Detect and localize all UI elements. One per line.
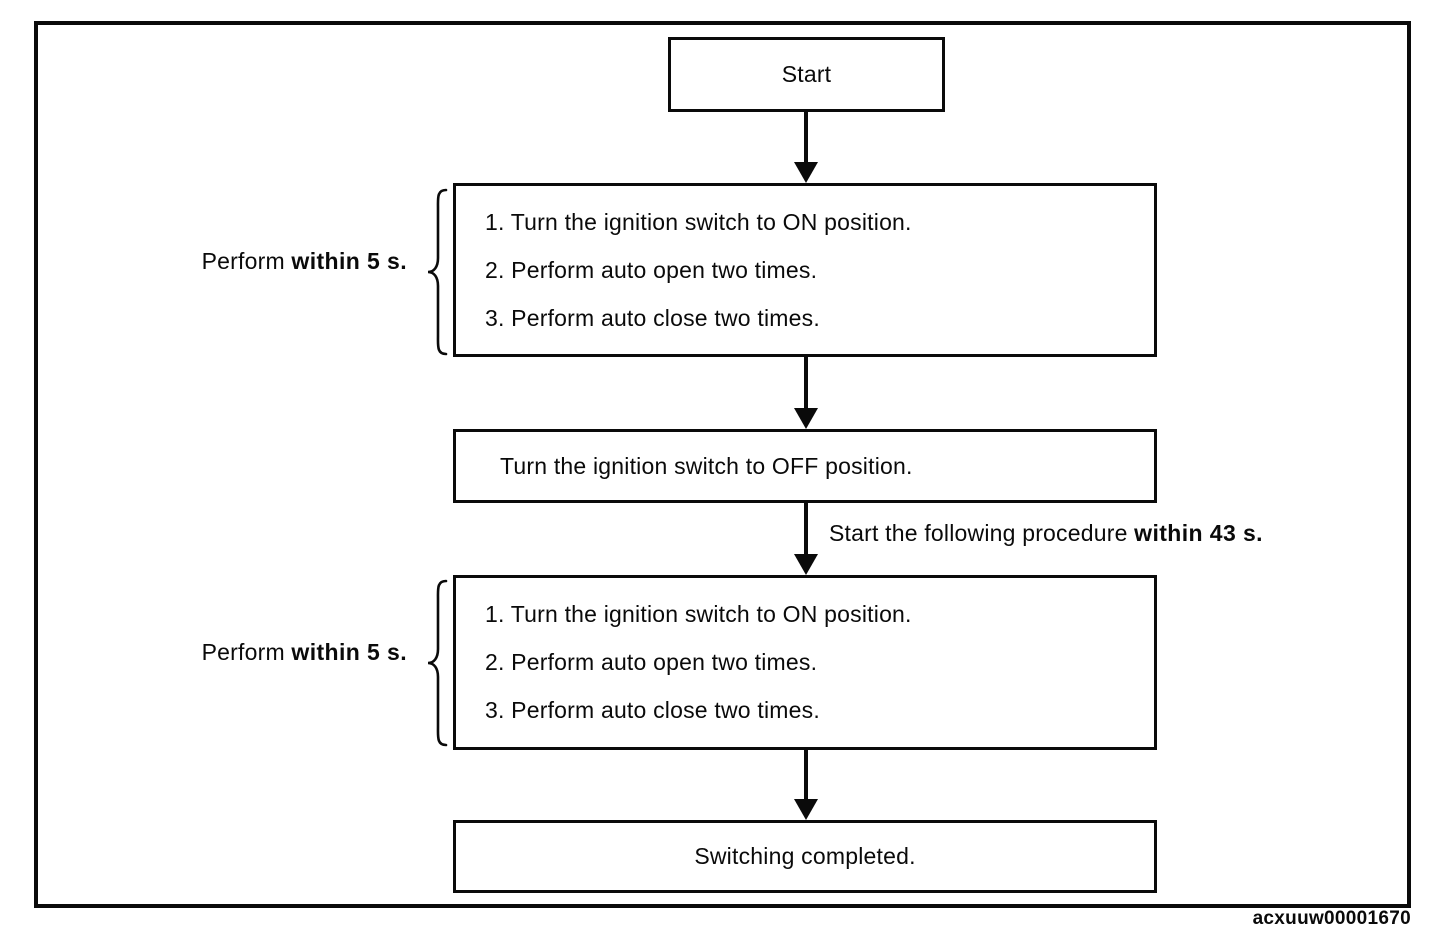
step-line: 3. Perform auto close two times. <box>485 697 820 723</box>
arrow-stem <box>804 357 808 412</box>
switching-completed-box: Switching completed. <box>453 820 1157 893</box>
note-prefix: Perform <box>201 639 292 665</box>
flow-arrow-down-icon <box>794 503 818 575</box>
perform-within-note-2: Perform within 5 s. <box>202 639 407 666</box>
arrow-head <box>794 408 818 429</box>
procedure-box-1: 1. Turn the ignition switch to ON positi… <box>453 183 1157 357</box>
flow-arrow-down-icon <box>794 112 818 183</box>
left-brace-icon <box>427 579 448 747</box>
arrow-head <box>794 554 818 575</box>
step-line: 2. Perform auto open two times. <box>485 257 818 283</box>
note-bold: within 5 s. <box>291 639 407 665</box>
note-bold: within 43 s. <box>1134 520 1263 546</box>
figure-code: acxuuw00001670 <box>1252 908 1411 929</box>
step-line: 1. Turn the ignition switch to ON positi… <box>485 209 912 235</box>
start-label: Start <box>781 61 832 87</box>
arrow-timing-note: Start the following procedure within 43 … <box>829 520 1263 547</box>
step-line: 2. Perform auto open two times. <box>485 649 818 675</box>
arrow-head <box>794 162 818 183</box>
procedure-box-2: 1. Turn the ignition switch to ON positi… <box>453 575 1157 750</box>
flow-arrow-down-icon <box>794 750 818 820</box>
ignition-off-box: Turn the ignition switch to OFF position… <box>453 429 1157 503</box>
left-brace-icon <box>427 188 448 356</box>
note-bold: within 5 s. <box>291 248 407 274</box>
note-prefix: Start the following procedure <box>829 520 1135 546</box>
step-line: 1. Turn the ignition switch to ON positi… <box>485 601 912 627</box>
step-line: 3. Perform auto close two times. <box>485 305 820 331</box>
arrow-stem <box>804 750 808 803</box>
flow-arrow-down-icon <box>794 357 818 429</box>
completed-label: Switching completed. <box>694 843 916 869</box>
perform-within-note-1: Perform within 5 s. <box>202 248 407 275</box>
arrow-stem <box>804 112 808 166</box>
arrow-head <box>794 799 818 820</box>
arrow-stem <box>804 503 808 558</box>
start-box: Start <box>668 37 945 112</box>
note-prefix: Perform <box>201 248 292 274</box>
ignition-off-label: Turn the ignition switch to OFF position… <box>500 452 913 479</box>
